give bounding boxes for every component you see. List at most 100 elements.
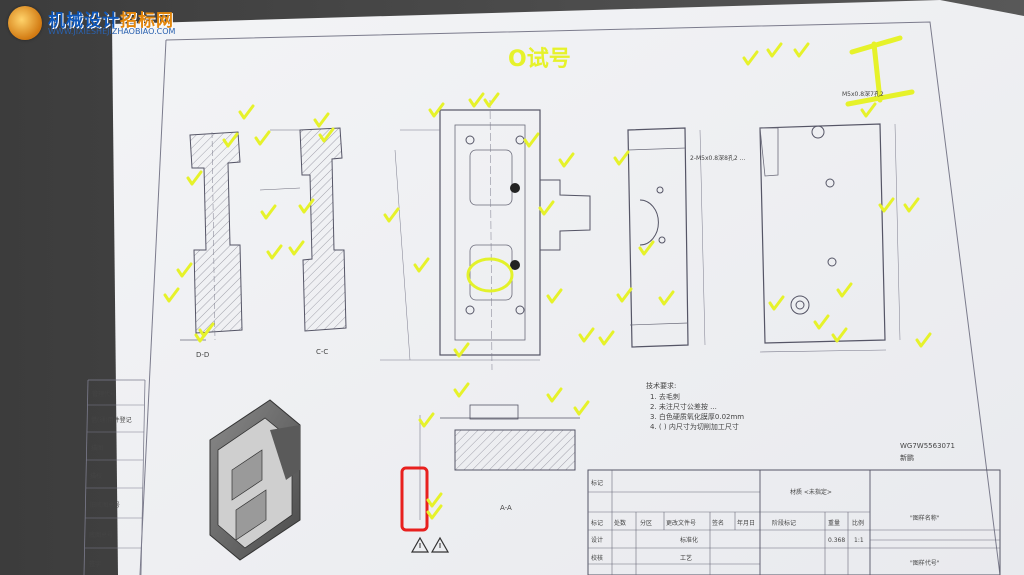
tb-drawing-code: "图样代号"	[910, 559, 940, 567]
left-column-table	[83, 379, 146, 575]
tb-rev-zone: 分区	[640, 519, 652, 527]
highlighter-check-mark	[613, 150, 630, 166]
drawing-frame	[165, 21, 1001, 575]
left-col-label: 借(通)用件登记	[91, 416, 132, 424]
handwritten-top-label: O试号	[508, 47, 571, 72]
highlighter-check-mark	[222, 132, 239, 148]
tech-title: 技术要求:	[646, 381, 676, 390]
main-front-view	[380, 99, 591, 371]
tb-scale-value: 1:1	[854, 537, 864, 544]
highlighter-check-mark	[903, 197, 920, 213]
highlighter-check-marks	[163, 42, 932, 520]
tb-craft: 工艺	[680, 554, 692, 562]
highlighter-check-mark	[453, 342, 470, 358]
highlighter-check-mark	[453, 382, 470, 398]
highlighter-check-mark	[163, 287, 180, 303]
tb-check: 校核	[591, 554, 603, 562]
drawing-frame-left	[139, 39, 167, 575]
tb-mark: 标记	[591, 479, 603, 487]
highlighter-check-mark	[638, 240, 655, 256]
highlighter-check-mark	[418, 412, 435, 428]
highlighter-check-mark	[176, 262, 193, 278]
tb-rev-sign: 签名	[712, 519, 724, 527]
highlighter-check-mark	[186, 170, 203, 186]
callout-note-2: M5x0.8深7孔2	[842, 90, 884, 98]
tb-stage: 阶段标记	[772, 519, 796, 527]
tech-line: 4. ( ) 内尺寸为切削加工尺寸	[650, 422, 739, 431]
highlighter-check-mark	[813, 314, 830, 330]
highlighter-check-mark	[860, 102, 877, 118]
tb-rev-mark: 标记	[591, 519, 603, 527]
watermark-url: WWW.JIXIESHEJIZHAOBIAO.COM	[48, 27, 176, 36]
highlighter-check-mark	[288, 240, 305, 256]
callout-note-1: 2-M5x0.8深8孔2 ...	[690, 154, 745, 162]
site-watermark: 机械设计招标网 WWW.JIXIESHEJIZHAOBIAO.COM	[8, 6, 175, 40]
tech-line: 3. 白色硬质氧化膜厚0.02mm	[650, 412, 744, 421]
highlighter-check-mark	[878, 197, 895, 213]
highlighter-check-mark	[573, 400, 590, 416]
left-col-label: 描校	[90, 472, 102, 480]
warning-triangles	[410, 536, 450, 553]
tb-weight-value: 0.368	[828, 537, 845, 544]
left-col-label: 底图总号	[89, 531, 113, 539]
section-view-cc	[259, 127, 347, 332]
highlighter-check-mark	[766, 42, 783, 58]
highlighter-check-mark	[198, 322, 215, 338]
highlighter-check-mark	[318, 127, 335, 143]
highlighter-check-mark	[915, 332, 932, 348]
watermark-title: 机械设计招标网	[48, 6, 174, 31]
highlighter-check-mark	[742, 50, 759, 66]
highlighter-check-mark	[426, 492, 443, 508]
highlighter-check-mark	[578, 327, 595, 343]
left-col-label: 旧底图总号	[90, 501, 120, 509]
tb-rev-count: 处数	[614, 519, 626, 527]
highlighter-check-mark	[523, 132, 540, 148]
section-label-dd: D-D	[196, 351, 209, 359]
left-col-label: 签字	[89, 560, 101, 568]
highlighter-check-mark	[546, 387, 563, 403]
highlighter-check-mark	[254, 130, 271, 146]
tech-line: 1. 去毛刺	[650, 392, 680, 401]
highlighter-check-mark	[313, 112, 330, 128]
tb-weight: 重量	[828, 519, 840, 527]
tb-material: 材质 <未指定>	[790, 488, 832, 496]
highlighter-check-mark	[538, 200, 555, 216]
part-name: 新鹏	[900, 453, 914, 462]
watermark-title-a: 机械设计	[48, 11, 120, 31]
tech-line: 2. 未注尺寸公差按 ...	[650, 402, 717, 411]
highlighter-check-mark	[383, 207, 400, 223]
right-view	[759, 123, 901, 353]
highlighter-check-mark	[658, 290, 675, 306]
highlighter-check-mark	[558, 152, 575, 168]
highlighter-check-mark	[793, 42, 810, 58]
highlighter-check-mark	[836, 282, 853, 298]
tb-drawing-name: "图样名称"	[910, 514, 940, 522]
highlighter-check-mark	[426, 504, 443, 520]
highlighter-check-mark	[546, 288, 563, 304]
section-view-dd	[180, 131, 243, 341]
tb-design: 设计	[591, 536, 603, 544]
tb-rev-doc: 更改文件号	[666, 519, 696, 527]
highlighter-check-mark	[616, 287, 633, 303]
watermark-title-b: 招标网	[120, 11, 174, 31]
title-block	[587, 469, 1001, 575]
section-label-cc: C-C	[316, 348, 328, 356]
isometric-3d-part	[209, 399, 301, 561]
technical-requirements: 技术要求: 1. 去毛刺 2. 未注尺寸公差按 ... 3. 白色硬质氧化膜厚0…	[646, 381, 744, 431]
handwritten-i-mark	[845, 35, 915, 107]
highlighter-check-mark	[831, 327, 848, 343]
highlighter-check-mark	[413, 257, 430, 273]
left-column-labels: 管理代号 借(通)用件登记 描图 描校 旧底图总号 底图总号 签字	[89, 390, 132, 568]
section-label-aa: A-A	[500, 504, 512, 512]
left-col-label: 描图	[91, 444, 103, 452]
tb-rev-date: 年月日	[737, 519, 755, 527]
highlighter-check-mark	[468, 92, 485, 108]
highlighter-check-mark	[238, 104, 255, 120]
highlighter-check-mark	[260, 204, 277, 220]
highlighter-check-mark	[483, 92, 500, 108]
tb-scale: 比例	[852, 519, 864, 527]
highlighter-check-mark	[428, 102, 445, 118]
highlighter-check-mark	[298, 198, 315, 214]
highlighter-check-mark	[266, 244, 283, 260]
